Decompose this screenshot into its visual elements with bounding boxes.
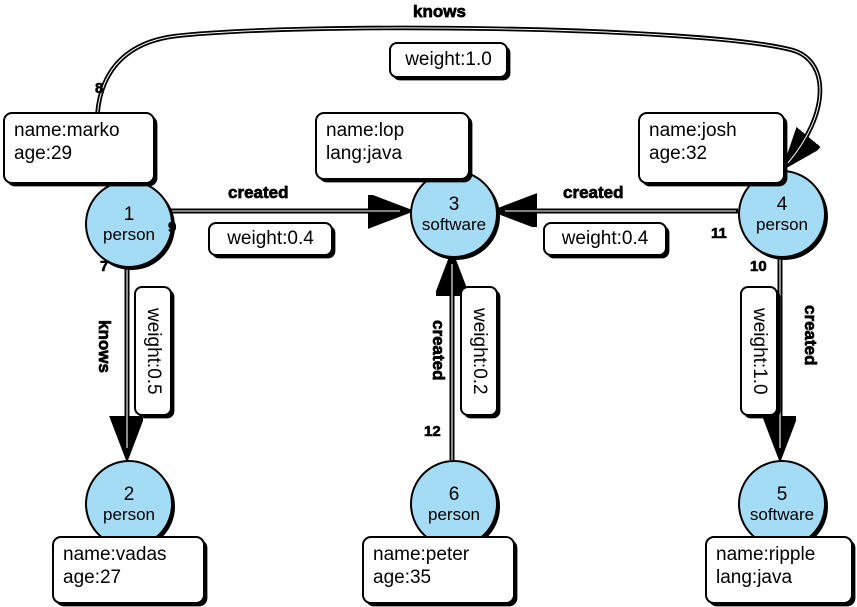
prop-peter-age: age:35 <box>373 567 432 589</box>
prop-vadas-age: age:27 <box>63 567 122 589</box>
vertex-4-label: person <box>756 215 808 235</box>
vertex-5-label: software <box>749 505 815 525</box>
vertex-4[interactable]: 4 person <box>738 170 826 258</box>
edge-id-10: 10 <box>750 258 767 276</box>
edge-id-9: 9 <box>168 219 177 237</box>
edge-id-7: 7 <box>100 258 109 276</box>
prop-josh-name: name:josh <box>649 120 737 141</box>
property-box-peter: name:peter age:35 <box>362 536 515 604</box>
vertex-1-label: person <box>103 225 155 245</box>
vertex-1-id: 1 <box>123 203 135 225</box>
vertex-3-id: 3 <box>448 193 460 215</box>
vertex-2-id: 2 <box>123 483 135 505</box>
prop-marko-name: name:marko <box>14 120 120 141</box>
prop-peter-name: name:peter <box>373 544 470 565</box>
vertex-4-id: 4 <box>776 193 788 215</box>
property-box-lop: name:lop lang:java <box>315 112 470 180</box>
edge-label-created-12: created <box>429 320 449 381</box>
vertex-6-label: person <box>428 505 480 525</box>
edge-8-inner <box>96 27 821 183</box>
weight-box-edge-8: weight:1.0 <box>389 42 508 78</box>
vertex-6[interactable]: 6 person <box>410 460 498 548</box>
edge-label-created-9: created <box>228 183 289 203</box>
vertex-6-id: 6 <box>448 483 460 505</box>
edge-id-8: 8 <box>95 80 104 98</box>
property-box-ripple: name:ripple lang:java <box>705 536 853 604</box>
vertex-3[interactable]: 3 software <box>410 170 498 258</box>
property-box-josh: name:josh age:32 <box>638 112 785 184</box>
edge-id-12: 12 <box>424 423 441 441</box>
weight-box-edge-11: weight:0.4 <box>543 222 667 256</box>
weight-box-edge-12: weight:0.2 <box>460 286 498 416</box>
vertex-2[interactable]: 2 person <box>85 460 173 548</box>
prop-vadas-name: name:vadas <box>63 544 167 565</box>
prop-ripple-lang: lang:java <box>716 567 793 589</box>
vertex-5[interactable]: 5 software <box>738 460 826 548</box>
weight-box-edge-9: weight:0.4 <box>208 222 333 256</box>
property-box-marko: name:marko age:29 <box>3 112 155 184</box>
edge-label-knows-8: knows <box>413 2 467 22</box>
prop-lop-name: name:lop <box>326 120 405 141</box>
edge-label-created-11: created <box>563 183 624 203</box>
edge-id-11: 11 <box>711 225 727 243</box>
prop-ripple-name: name:ripple <box>716 544 816 565</box>
edge-label-knows-7: knows <box>95 320 115 374</box>
vertex-3-label: software <box>421 215 487 235</box>
weight-box-edge-7: weight:0.5 <box>134 286 172 416</box>
vertex-1[interactable]: 1 person <box>85 180 173 268</box>
weight-box-edge-10: weight:1.0 <box>740 286 778 416</box>
vertex-2-label: person <box>103 505 155 525</box>
prop-josh-age: age:32 <box>649 143 708 165</box>
prop-lop-lang: lang:java <box>326 143 403 165</box>
property-box-vadas: name:vadas age:27 <box>52 536 205 604</box>
edge-label-created-10: created <box>801 305 821 366</box>
vertex-5-id: 5 <box>776 483 788 505</box>
prop-marko-age: age:29 <box>14 143 73 165</box>
